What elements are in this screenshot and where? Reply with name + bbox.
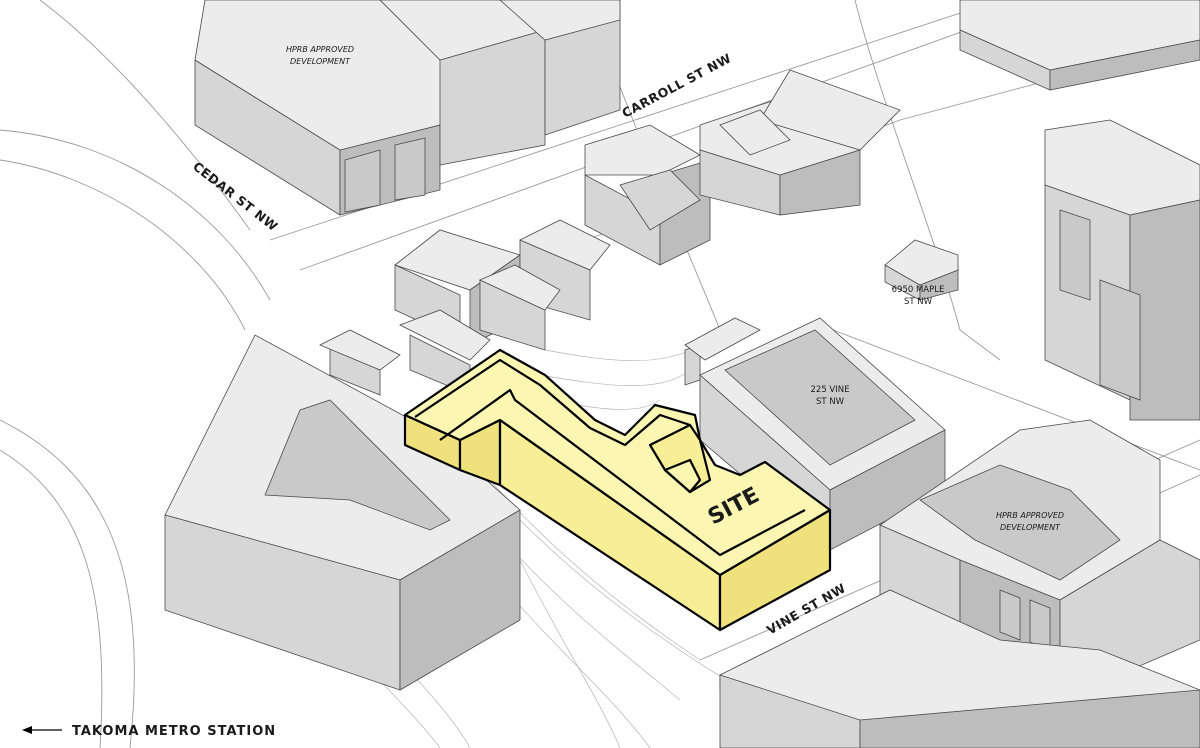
vine-225-building: 225 VINE ST NW xyxy=(684,317,946,551)
maple-label-line1: 6950 MAPLE xyxy=(892,285,945,295)
top-center-buildings xyxy=(499,0,621,136)
carroll-st-houses xyxy=(584,69,901,266)
vine225-label-line2: ST NW xyxy=(816,397,845,407)
middle-left-houses xyxy=(319,219,611,396)
vine225-label-line1: 225 VINE xyxy=(811,385,850,395)
maple-label-line2: ST NW xyxy=(904,297,933,307)
carroll-street-label: CARROLL ST NW xyxy=(619,50,733,120)
metro-direction: TAKOMA METRO STATION xyxy=(22,724,276,739)
hprb-right-label-line1: HPRB APPROVED xyxy=(996,511,1064,520)
metro-label: TAKOMA METRO STATION xyxy=(72,724,276,739)
site-building: SITE xyxy=(403,348,832,632)
maple-6950-house: 6950 MAPLE ST NW xyxy=(884,239,959,307)
top-right-buildings xyxy=(959,0,1200,91)
right-side-building xyxy=(1044,119,1200,421)
hprb-top-label-line1: HPRB APPROVED xyxy=(286,45,354,54)
bottom-right-building xyxy=(719,589,1200,748)
hprb-top-label-line2: DEVELOPMENT xyxy=(290,57,351,66)
left-arrow-icon xyxy=(22,726,62,734)
hprb-right-label-line2: DEVELOPMENT xyxy=(1000,523,1061,532)
hprb-approved-building-top: HPRB APPROVED DEVELOPMENT xyxy=(194,0,561,216)
triangular-building xyxy=(164,334,521,691)
